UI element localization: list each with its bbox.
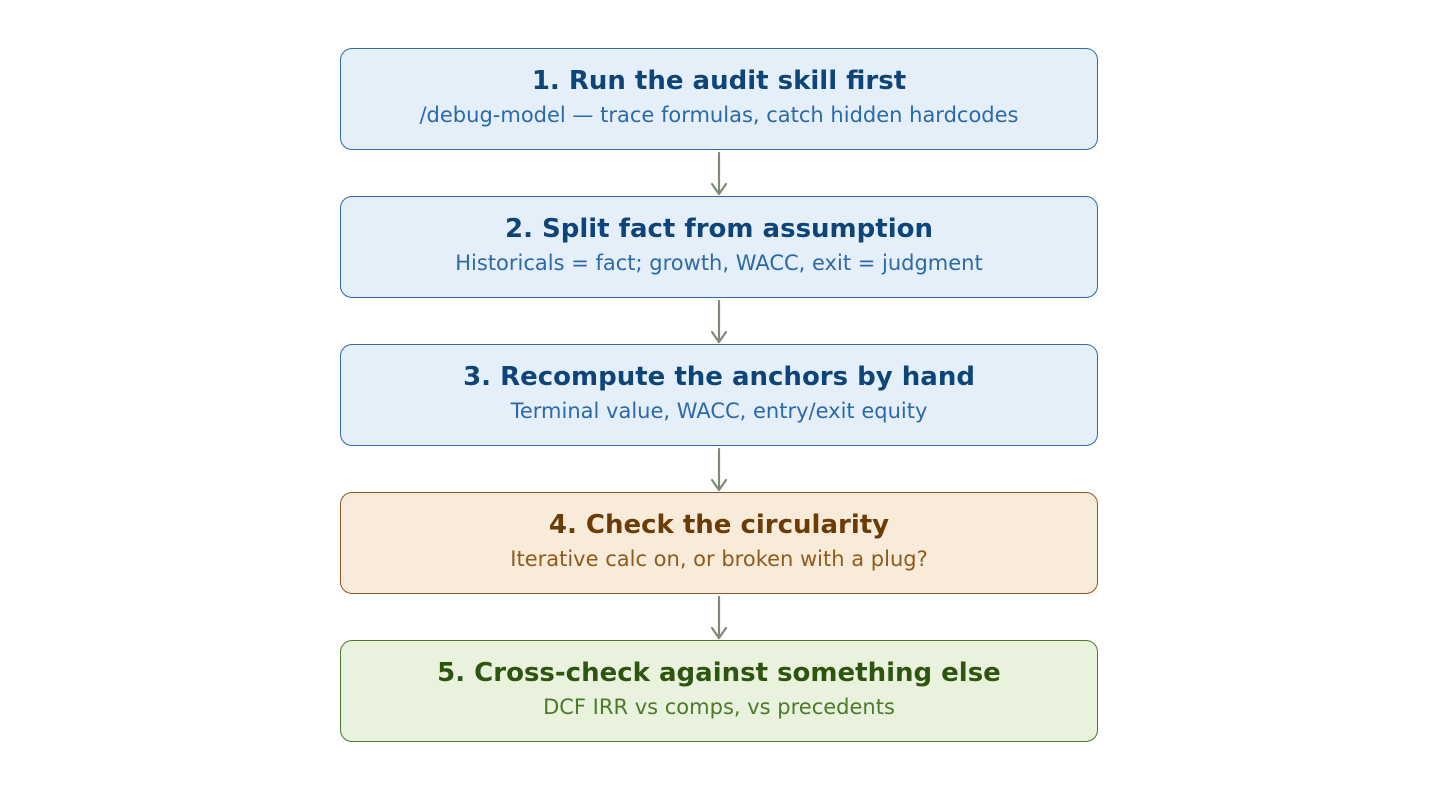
arrow-2-to-3 (710, 299, 728, 344)
arrow-1-to-2 (710, 151, 728, 196)
arrow-4-to-5 (710, 595, 728, 640)
step-4-box: 4. Check the circularity Iterative calc … (340, 492, 1098, 594)
step-1-subtitle: /debug-model — trace formulas, catch hid… (419, 103, 1019, 127)
step-2-subtitle: Historicals = fact; growth, WACC, exit =… (455, 251, 983, 275)
step-1-box: 1. Run the audit skill first /debug-mode… (340, 48, 1098, 150)
step-2-box: 2. Split fact from assumption Historical… (340, 196, 1098, 298)
step-5-title: 5. Cross-check against something else (437, 658, 1001, 688)
step-4-subtitle: Iterative calc on, or broken with a plug… (510, 547, 928, 571)
step-4-title: 4. Check the circularity (548, 510, 890, 540)
step-3-title: 3. Recompute the anchors by hand (463, 362, 975, 392)
arrow-3-to-4 (710, 447, 728, 492)
step-5-subtitle: DCF IRR vs comps, vs precedents (543, 695, 895, 719)
step-5-box: 5. Cross-check against something else DC… (340, 640, 1098, 742)
step-1-title: 1. Run the audit skill first (531, 66, 907, 96)
step-2-title: 2. Split fact from assumption (505, 214, 933, 244)
step-3-box: 3. Recompute the anchors by hand Termina… (340, 344, 1098, 446)
step-3-subtitle: Terminal value, WACC, entry/exit equity (510, 399, 928, 423)
